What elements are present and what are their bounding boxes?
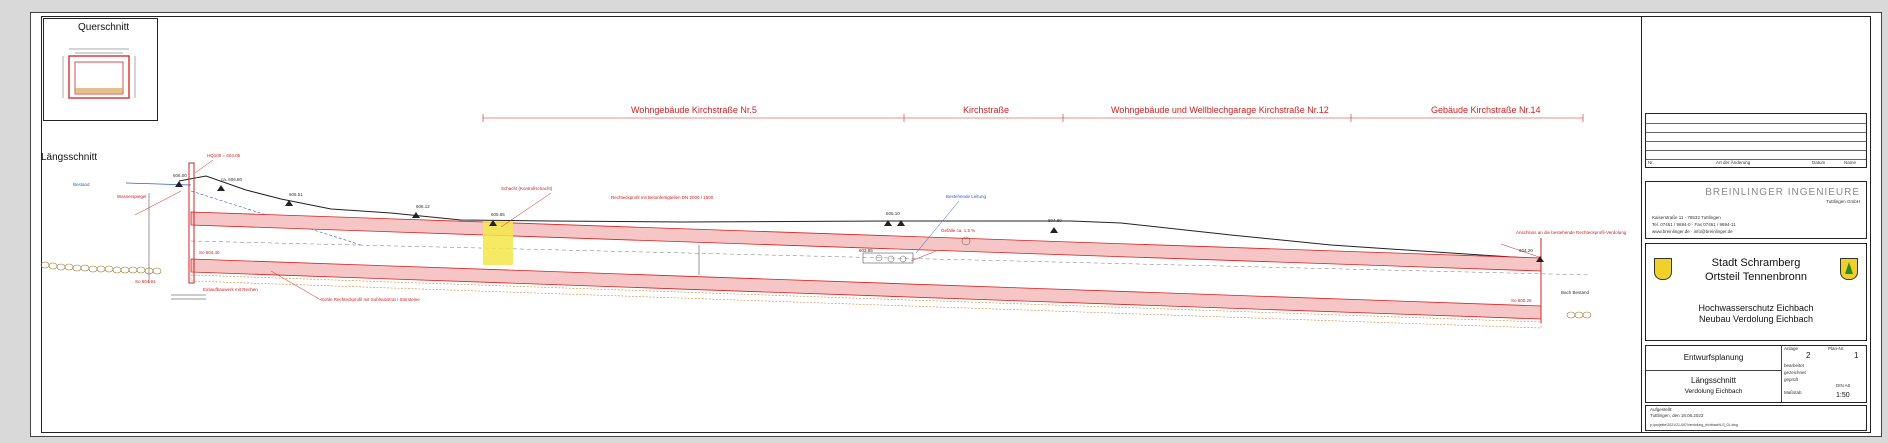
annot-sohle1: So 604.40 xyxy=(199,250,220,255)
file-path: p:\projekte\2021\21-067\verdolung_eichba… xyxy=(1650,423,1738,427)
coat-of-arms-left-icon xyxy=(1654,258,1672,280)
annot-elev1: 606.00 xyxy=(173,173,187,178)
annot-schacht: Schacht (Kontrollschacht) xyxy=(501,186,553,191)
annot-sohle3: So 604.91 xyxy=(135,279,156,284)
anlage-label: Anlage xyxy=(1784,346,1799,351)
annot-elev9: 603.85 xyxy=(859,248,873,253)
plan-value: 1 xyxy=(1854,351,1859,360)
footer-aufgestellt: Aufgestellt: xyxy=(1650,407,1673,412)
company-contact-2: Tel. 07461 / 9694-0 · Fax 07461 / 9694-1… xyxy=(1652,222,1736,227)
annot-elev3: 606.51 xyxy=(289,192,303,197)
terrain-line xyxy=(178,175,1542,260)
annot-elev8: 604.20 xyxy=(1519,248,1533,253)
drawing-info-block: Entwurfsplanung Längsschnitt Verdolung E… xyxy=(1645,345,1867,403)
format-value: DIN A0 xyxy=(1836,383,1851,388)
annot-bestand-bach: Bach Bestand xyxy=(1561,290,1590,295)
drawing-subtitle: Verdolung Eichbach xyxy=(1684,388,1743,395)
phase-label: Entwurfsplanung xyxy=(1683,353,1744,362)
rev-col-datum: Datum xyxy=(1812,160,1826,165)
cross-section-box: Querschnitt xyxy=(43,18,158,121)
building-label-kirchstrasse: Kirchstraße xyxy=(963,105,1010,115)
building-label-nr5: Wohngebäude Kirchstraße Nr.5 xyxy=(631,105,757,115)
annot-rechteckprofil: Rechteckprofil mit Betonfertigteilen DN … xyxy=(611,195,714,200)
client-block: Stadt Schramberg Ortsteil Tennenbronn Ho… xyxy=(1645,243,1867,341)
geprueft-label: geprüft xyxy=(1784,377,1799,382)
building-dimension-lines xyxy=(482,114,1584,122)
annot-sohle2: So 600.25 xyxy=(1511,298,1532,303)
annot-elev7: 604.80 xyxy=(1048,218,1062,223)
annot-leitung: Bestehende Leitung xyxy=(946,194,987,199)
revision-table: Nr. Art der Änderung Datum Name xyxy=(1645,113,1867,168)
massstab-label: Maßstab xyxy=(1784,390,1802,395)
inlet-structure xyxy=(188,162,195,284)
anlage-value: 2 xyxy=(1806,351,1811,360)
company-contact-3: www.breinlinger.de · info@breinlinger.de xyxy=(1652,229,1733,234)
footer-date: Tuttlingen, den 18.06.2023 xyxy=(1650,413,1704,418)
company-name: BREINLINGER INGENIEURE xyxy=(1705,187,1860,198)
massstab-value: 1:50 xyxy=(1836,392,1850,399)
rev-col-nr: Nr. xyxy=(1648,160,1654,165)
cross-section-title: Querschnitt xyxy=(78,22,130,33)
schacht-highlight xyxy=(483,221,513,265)
cross-section-drawing xyxy=(62,48,136,99)
long-section-title: Längsschnitt xyxy=(41,152,98,163)
client-district: Ortsteil Tennenbronn xyxy=(1705,271,1807,283)
annot-spundwand: Sohle Rechteckprofil mit Sohlsubstrat / … xyxy=(321,297,420,302)
client-name: Stadt Schramberg xyxy=(1711,257,1801,269)
coat-of-arms-right-icon xyxy=(1840,258,1858,280)
annot-flachbereich: Einlaufbauwerk mit Rechen xyxy=(203,287,258,292)
rev-col-name: Name xyxy=(1844,160,1857,165)
project-title-1: Hochwasserschutz Eichbach xyxy=(1698,303,1814,313)
building-label-nr14: Gebäude Kirchstraße Nr.14 xyxy=(1431,105,1541,115)
footer-block: Aufgestellt: Tuttlingen, den 18.06.2023 … xyxy=(1645,405,1867,431)
project-title-2: Neubau Verdolung Eichbach xyxy=(1698,314,1814,324)
annot-gefaelle: Gefälle ca. 1.5 % xyxy=(941,228,976,233)
company-contact-1: Kaiserstraße 11 · 78532 Tuttlingen xyxy=(1652,215,1721,220)
annot-anschluss: Anschluss an die bestehende Rechteckprof… xyxy=(1516,230,1627,235)
drawing-sheet: Querschnitt xyxy=(30,12,1882,437)
annot-elev4: 606.12 xyxy=(416,204,430,209)
cobble-bed xyxy=(190,274,1542,329)
annot-bestand: Bestand xyxy=(73,182,90,187)
building-label-nr12: Wohngebäude und Wellblechgarage Kirchstr… xyxy=(1111,105,1329,115)
drawing-title: Längsschnitt xyxy=(1691,376,1736,385)
bearbeitet-label: bearbeitet xyxy=(1784,363,1805,368)
plan-label: Plan-Nr. xyxy=(1828,346,1845,351)
pipe-lower xyxy=(190,258,1542,320)
annot-wasserspiegel: Wasserspiegel xyxy=(117,194,147,199)
rev-col-art: Art der Änderung xyxy=(1716,160,1751,165)
drawing-canvas xyxy=(40,48,1592,329)
company-sub: Tuttlingen GmbH xyxy=(1826,199,1860,204)
company-block: BREINLINGER INGENIEURE Tuttlingen GmbH K… xyxy=(1645,181,1867,239)
annot-elev5: 605.85 xyxy=(491,212,505,217)
annot-hochwasser: HQ100 = 604.05 xyxy=(207,153,241,158)
title-block xyxy=(1641,16,1871,433)
annot-elev6: 605.10 xyxy=(886,211,900,216)
gezeichnet-label: gezeichnet xyxy=(1784,370,1806,375)
annot-elev2: ca. 606.80 xyxy=(221,177,243,182)
